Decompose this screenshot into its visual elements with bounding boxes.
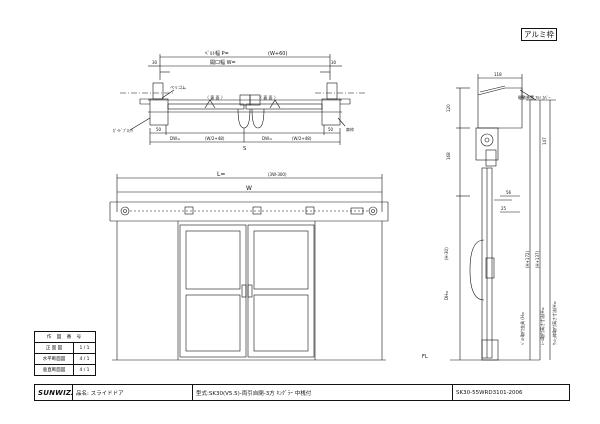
brand-logo: SUNWIZZ	[35, 385, 73, 400]
side-section	[450, 74, 556, 361]
legend-row-label: 水平断面図	[35, 354, 74, 364]
product-name-cell: 品名: スライドドア	[73, 385, 193, 400]
legend-header: 作 図 番 号	[35, 332, 95, 343]
plan-dim-s: S	[243, 146, 246, 152]
sect-dim-118: 118	[494, 72, 502, 77]
product-prefix: 品名:	[76, 390, 89, 397]
elev-dim-l: L=	[217, 171, 225, 178]
plan-dim-30-right: 30	[331, 60, 337, 65]
title-block: SUNWIZZ 品名: スライドドア 型式: SK30(V5.5)-両引自閉-3…	[34, 384, 570, 401]
legend-row-value: 1 / 1	[79, 345, 90, 351]
model-cell: 型式: SK30(V5.5)-両引自閉-3方 ｷﾝｸﾞﾗｰ 中桟付	[193, 385, 453, 400]
plan-view	[120, 54, 365, 145]
sect-dim-h137: (H+137)	[535, 250, 540, 268]
legend-row-label: 垂直断面図	[35, 365, 74, 375]
frame-type-tag: アルミ枠	[521, 28, 557, 41]
legend-row-value: 4 / 1	[79, 356, 90, 362]
sect-dim-120: 120	[446, 104, 451, 112]
elev-dim-w: W	[246, 185, 252, 192]
sect-dim-dh: DH=	[444, 291, 449, 300]
sect-dim-h172: (H+172)	[525, 250, 530, 268]
sect-dim-147: 147	[542, 137, 547, 145]
elev-dim-l-note: (3W-300)	[268, 172, 287, 177]
plan-dim-50-right: 50	[328, 127, 334, 132]
plan-dim-dw-left: DW=	[170, 136, 180, 141]
plan-dim-dw-right: DW=	[262, 136, 272, 141]
plan-center-mark-left: 〈 裏 面 〉	[205, 94, 225, 100]
legend-row-value: 4 / 1	[79, 367, 90, 373]
legend-row: 垂直断面図 4 / 1	[35, 365, 95, 375]
plan-dim-half-right: (W/2+48)	[292, 136, 312, 141]
plan-dim-30-left: 30	[152, 60, 158, 65]
sect-dim-h-minus-30: (H-30)	[444, 247, 449, 260]
front-elevation	[109, 174, 389, 361]
plan-dim-half-left: (W/2+48)	[205, 136, 225, 141]
legend-row: 正 面 図 1 / 1	[35, 343, 95, 354]
product-name: スライドドア	[90, 390, 124, 397]
sect-label-motor: 駆動装置 ｱﾙﾐ ｶﾊﾞｰ	[518, 94, 551, 100]
model-name: SK30(V5.5)-両引自閉-3方 ｷﾝｸﾞﾗｰ 中桟付	[208, 390, 312, 397]
sect-label-fl: FL	[422, 354, 428, 360]
plan-label-frame: 扉枠	[346, 126, 354, 132]
plan-dim-50-left: 50	[156, 127, 162, 132]
sect-dim-25: 25	[501, 206, 507, 211]
plan-label-bellows: ペリゴム	[170, 84, 186, 90]
sect-label-belt-hanger: ﾍﾞﾙﾄ取付金具 (H=	[519, 312, 525, 345]
plan-center-mark-right: 〈 裏 面 〉	[258, 94, 278, 100]
model-prefix: 型式:	[196, 390, 209, 397]
plan-label-guide: ｶﾞｲﾄﾞﾌﾞﾛｯｸ	[113, 127, 133, 133]
sect-label-rail-h: ﾚｰﾙ取付高さ寸法(H=	[539, 307, 545, 345]
drawing-number-legend: 作 図 番 号 正 面 図 1 / 1 水平断面図 4 / 1 垂直断面図 4 …	[34, 331, 96, 376]
legend-row-label: 正 面 図	[35, 343, 74, 353]
plan-belt-width-value: (W+60)	[268, 51, 287, 57]
plan-opening-width-prefix: 開口幅 W=	[210, 59, 236, 66]
drawing-number: SK30-55WRD3101-2006	[456, 389, 523, 396]
sect-label-frame-h: ｻｯｼｭ枠取付高さ寸法(H=	[551, 301, 557, 345]
legend-row: 水平断面図 4 / 1	[35, 354, 95, 365]
plan-belt-width-prefix: ﾍﾞﾙﾄ幅 P=	[205, 50, 229, 57]
sect-dim-168: 168	[446, 152, 451, 160]
sect-dim-56: 56	[506, 190, 512, 195]
